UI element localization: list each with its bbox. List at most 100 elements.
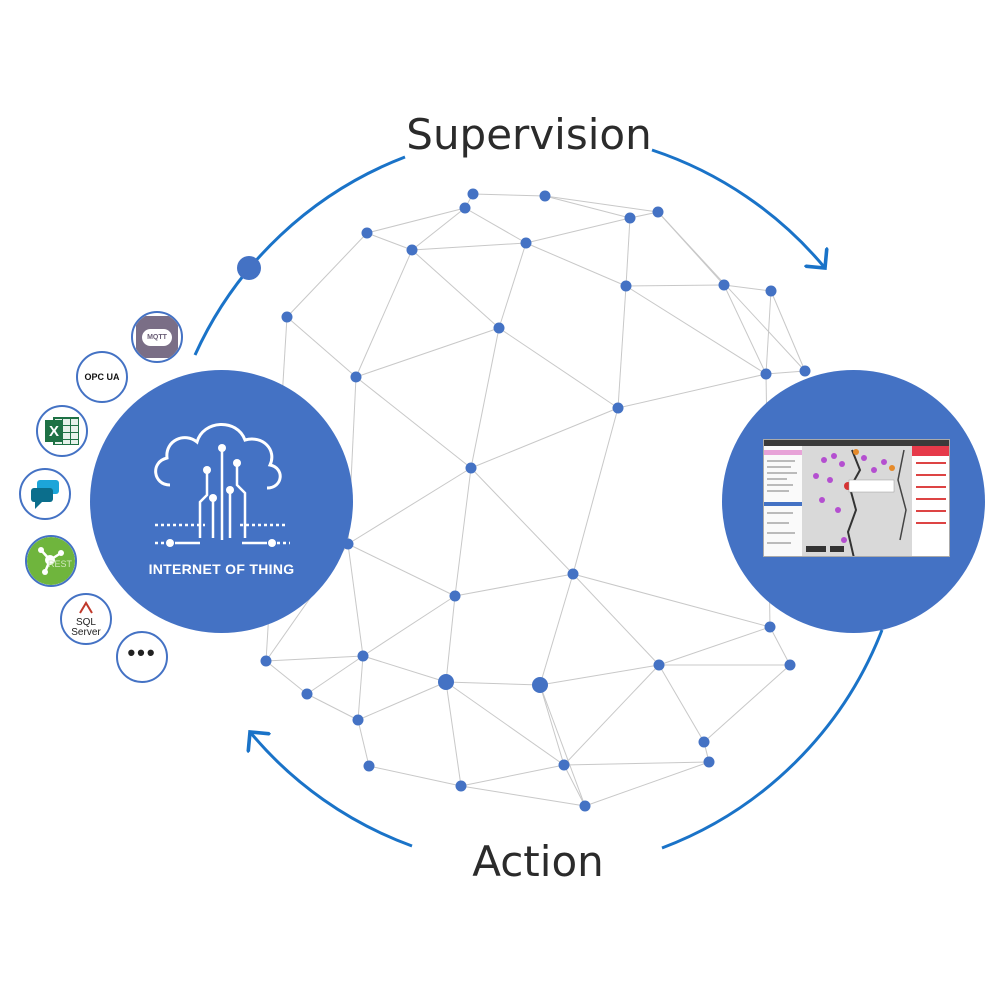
network-node <box>467 188 479 200</box>
network-node <box>799 365 811 377</box>
action-title: Action <box>472 837 604 886</box>
network-node <box>352 714 364 726</box>
network-edge <box>625 285 767 375</box>
iot-label: INTERNET OF THING <box>148 561 295 577</box>
network-node <box>653 659 665 671</box>
network-edge <box>617 285 627 409</box>
network-node <box>465 462 477 474</box>
network-edge <box>411 249 500 329</box>
network-edge <box>765 290 772 375</box>
opc-ua-icon: OPC UA <box>84 372 120 382</box>
network-edge <box>355 249 413 378</box>
network-edge <box>357 719 370 767</box>
network-node <box>361 227 373 239</box>
network-edge <box>544 195 631 219</box>
network-edge <box>525 217 631 244</box>
cycle-arrow-top-right <box>651 148 825 268</box>
network-edge <box>657 211 806 372</box>
rest-source: REST <box>25 535 77 587</box>
network-edge <box>563 664 660 766</box>
network-node <box>612 402 624 414</box>
sql-server-source: SQL Server <box>60 593 112 645</box>
network-edge <box>723 284 772 292</box>
network-edge <box>265 660 308 695</box>
network-node <box>532 677 548 693</box>
network-node <box>764 621 776 633</box>
network-node <box>301 688 313 700</box>
network-edge <box>572 407 619 575</box>
network-edge <box>770 290 806 372</box>
network-edge <box>470 327 500 469</box>
network-node <box>539 190 551 202</box>
network-node <box>620 280 632 292</box>
network-node <box>406 244 418 256</box>
iot-hub-circle: INTERNET OF THING <box>90 370 353 633</box>
cycle-arrow-bottom-right <box>661 629 884 850</box>
network-node <box>520 237 532 249</box>
network-edge <box>366 207 466 234</box>
network-edge <box>445 595 456 683</box>
network-edge <box>286 316 357 378</box>
network-edge <box>658 664 705 743</box>
more-sources: ••• <box>116 631 168 683</box>
network-edge <box>411 207 466 251</box>
network-node <box>281 311 293 323</box>
network-node <box>579 800 591 812</box>
network-edge <box>539 573 574 686</box>
network-edge <box>625 284 725 287</box>
network-edge <box>470 407 619 469</box>
network-node <box>784 659 796 671</box>
network-node <box>703 756 715 768</box>
network-node <box>260 655 272 667</box>
network-node <box>493 322 505 334</box>
network-node <box>357 650 369 662</box>
network-edge <box>347 467 472 545</box>
network-edge <box>572 573 660 666</box>
rest-icon: REST <box>27 537 75 585</box>
network-edge <box>563 761 710 766</box>
network-edge <box>306 655 364 695</box>
network-edge <box>544 195 659 213</box>
network-node <box>718 279 730 291</box>
network-node <box>567 568 579 580</box>
cycle-arrow-bottom-left <box>250 732 413 848</box>
cycle-arrow-top-left <box>193 155 406 356</box>
network-edge <box>366 232 413 251</box>
network-edge <box>411 242 527 251</box>
mqtt-icon: MQTT <box>136 316 178 358</box>
network-edge <box>765 370 806 375</box>
network-edge <box>460 785 586 807</box>
network-node <box>455 780 467 792</box>
network-edge <box>625 217 631 287</box>
excel-icon: X <box>45 416 79 446</box>
network-node <box>652 206 664 218</box>
network-edge <box>355 327 500 378</box>
network-node <box>350 371 362 383</box>
cloud-circuit-icon <box>154 423 290 547</box>
excel-source: X <box>36 405 88 457</box>
messaging-icon <box>31 480 59 509</box>
network-node <box>760 368 772 380</box>
network-edge <box>617 373 767 409</box>
network-node <box>624 212 636 224</box>
network-edge <box>454 467 472 597</box>
network-node <box>765 285 777 297</box>
network-edge <box>464 207 527 244</box>
network-edge <box>306 693 359 721</box>
more-icon: ••• <box>127 640 157 665</box>
network-edge <box>572 573 771 628</box>
network-edge <box>445 681 565 766</box>
network-edge <box>362 595 456 657</box>
opc-ua-source: OPC UA <box>76 351 128 403</box>
network-edge <box>498 327 619 409</box>
network-edge <box>498 242 527 329</box>
network-edge <box>539 664 660 686</box>
messaging-source <box>19 468 71 520</box>
network-node <box>449 590 461 602</box>
network-edge <box>347 543 364 657</box>
network-edge <box>355 376 472 469</box>
network-node <box>363 760 375 772</box>
network-edge <box>347 543 456 597</box>
network-edge <box>525 242 627 287</box>
network-edge <box>362 655 447 683</box>
